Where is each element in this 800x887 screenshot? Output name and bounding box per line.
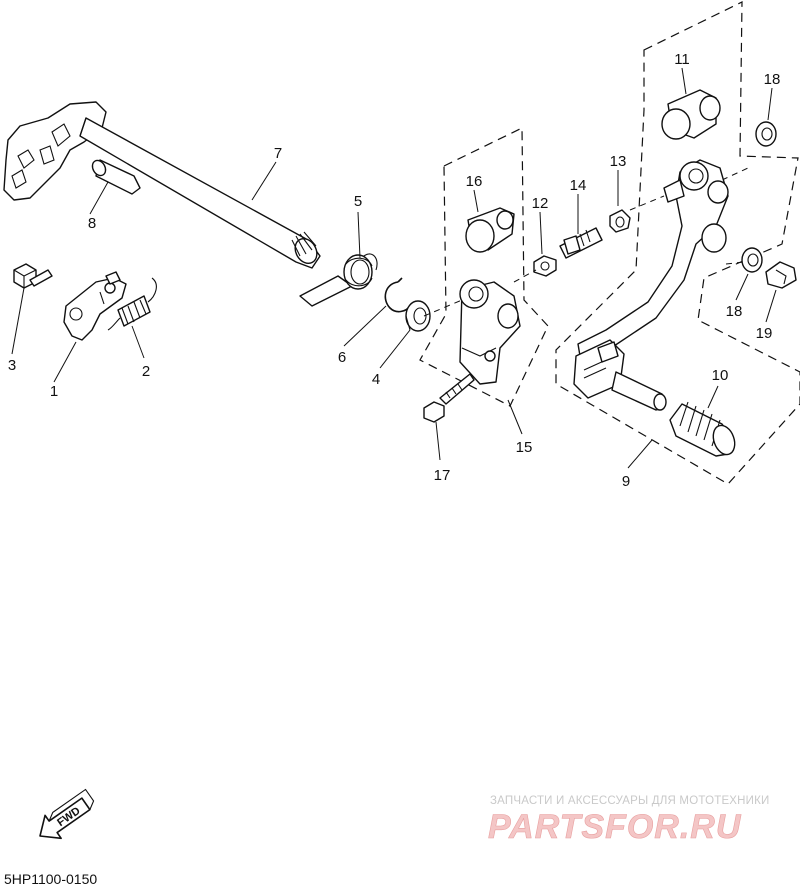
stopper-bolt (13, 263, 53, 289)
washer-18-bottom (741, 247, 763, 273)
stopper-spring (107, 277, 157, 331)
drawing-code: 5HP1100-0150 (4, 871, 97, 887)
return-spring (299, 253, 378, 307)
stopper-lever (63, 271, 127, 341)
fwd-arrow: FWD (39, 788, 95, 840)
label-part-19: 19 (756, 325, 773, 342)
watermark: ЗАПЧАСТИ И АКСЕССУАРЫ ДЛЯ МОТОТЕХНИКИ PA… (488, 795, 770, 846)
label-part-4: 4 (372, 371, 380, 388)
peg-rubber (669, 401, 736, 457)
circlip (384, 277, 411, 313)
washer-18-top (755, 121, 777, 147)
nut-12 (533, 255, 557, 277)
shift-shaft (3, 101, 321, 269)
label-part-14: 14 (570, 177, 587, 194)
shift-pedal-group (555, 1, 800, 485)
label-part-9: 9 (622, 473, 630, 490)
leader-lines (11, 67, 777, 469)
label-part-1: 1 (50, 383, 58, 400)
watermark-tagline: ЗАПЧАСТИ И АКСЕССУАРЫ ДЛЯ МОТОТЕХНИКИ (490, 795, 770, 807)
label-part-17: 17 (434, 467, 451, 484)
joint-bolt (559, 227, 603, 259)
label-part-18-bottom: 18 (726, 303, 743, 320)
label-part-8: 8 (88, 215, 96, 232)
label-part-15: 15 (516, 439, 533, 456)
label-part-2: 2 (142, 363, 150, 380)
label-part-12: 12 (532, 195, 549, 212)
watermark-brand: PARTSFOR.RU (488, 808, 742, 846)
collar-washer (405, 300, 431, 332)
label-part-3: 3 (8, 357, 16, 374)
nut-13 (609, 209, 631, 233)
label-part-16: 16 (466, 173, 483, 190)
dowel-pin (91, 159, 141, 195)
label-part-7: 7 (274, 145, 282, 162)
label-part-11: 11 (674, 51, 690, 68)
label-part-5: 5 (354, 193, 362, 210)
shift-arm-group (419, 127, 549, 407)
label-part-13: 13 (610, 153, 627, 170)
label-part-6: 6 (338, 349, 346, 366)
label-part-10: 10 (712, 367, 729, 384)
part-number-labels: 1 2 3 4 5 6 7 8 9 10 11 12 13 14 15 16 1… (8, 51, 781, 490)
label-part-18-top: 18 (764, 71, 781, 88)
arm-bolt (423, 373, 475, 423)
pedal-bolt (765, 261, 797, 289)
